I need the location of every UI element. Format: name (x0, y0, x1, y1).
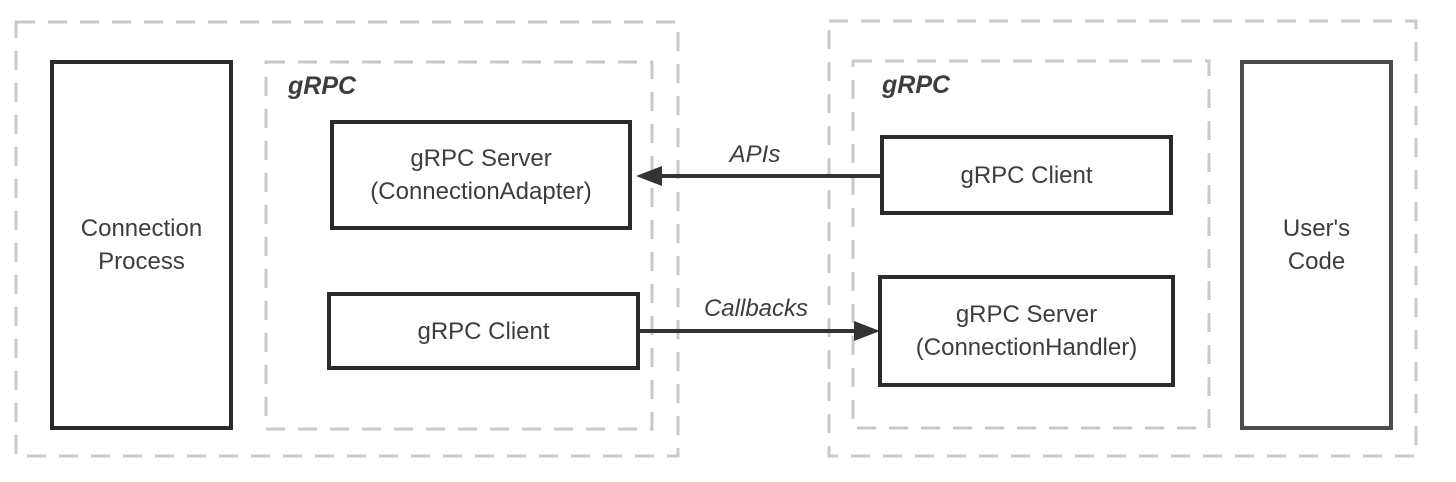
right-grpc-client-box: gRPC Client (880, 135, 1173, 215)
connection-process-label-line2: Process (98, 248, 185, 275)
right-grpc-container-label: gRPC (882, 71, 951, 99)
users-code-label-line1: User's (1282, 215, 1351, 242)
grpc-server-connection-handler-box: gRPC Server (ConnectionHandler) (878, 275, 1175, 387)
right-process-dashed-container (827, 19, 1418, 458)
left-grpc-dashed-container (264, 60, 654, 431)
grpc-server-handler-label-line2: (ConnectionHandler) (915, 334, 1138, 361)
grpc-server-adapter-label-line1: gRPC Server (410, 145, 552, 172)
left-process-dashed-container (14, 20, 680, 458)
callbacks-arrow-label: Callbacks (703, 295, 809, 322)
users-code-box: User's Code (1240, 60, 1393, 430)
connection-process-box: Connection Process (50, 60, 233, 430)
left-grpc-client-label: gRPC Client (417, 317, 550, 345)
right-grpc-dashed-container (851, 59, 1211, 430)
left-grpc-client-box: gRPC Client (327, 292, 640, 370)
right-grpc-client-label: gRPC Client (960, 161, 1093, 189)
apis-arrow-head-left-icon (636, 166, 662, 186)
grpc-server-connection-adapter-box: gRPC Server (ConnectionAdapter) (330, 120, 632, 230)
left-grpc-container-label: gRPC (288, 72, 357, 100)
connection-process-label-line1: Connection (80, 215, 203, 242)
grpc-server-adapter-label-line2: (ConnectionAdapter) (370, 178, 592, 205)
callbacks-arrow-head-right-icon (854, 321, 880, 341)
users-code-label-line2: Code (1287, 248, 1346, 275)
apis-arrow-label: APIs (729, 141, 781, 168)
grpc-server-handler-label-line1: gRPC Server (955, 301, 1098, 328)
